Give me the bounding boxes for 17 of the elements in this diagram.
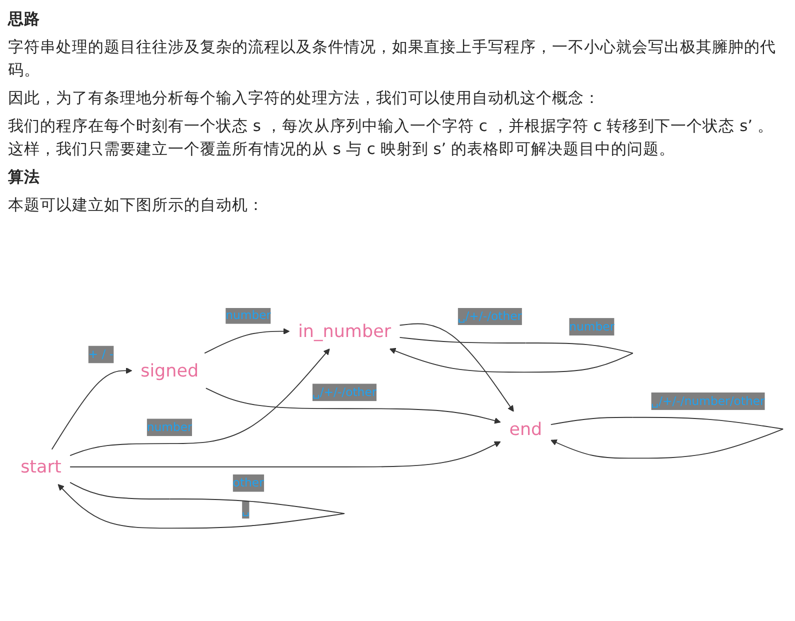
edge-label: number	[146, 419, 192, 436]
paragraph: 字符串处理的题目往往涉及复杂的流程以及条件情况，如果直接上手写程序，一不小心就会写出极其臃肿的代码。	[8, 37, 777, 81]
edge-label: ␣/+/-/other	[458, 308, 522, 325]
edge-label: ␣	[242, 502, 250, 518]
paragraph: 本题可以建立如下图所示的自动机：	[8, 195, 265, 216]
edge-label: ␣/+/-/other	[312, 384, 377, 401]
paragraph: 因此，为了有条理地分析每个输入字符的处理方法，我们可以使用自动机这个概念：	[8, 88, 601, 109]
state-label: end	[509, 418, 542, 440]
section-heading: 思路	[8, 9, 41, 30]
section-heading: 算法	[8, 167, 41, 188]
state-label: signed	[140, 360, 199, 381]
state-label: in_number	[298, 321, 392, 342]
edge-label: other	[232, 474, 264, 492]
state-label: start	[20, 456, 62, 478]
paragraph: 我们的程序在每个时刻有一个状态 s ，每次从序列中输入一个字符 c ，并根据字符 c 转移到下一个状态 s’ 。这样，我们只需要建立一个覆盖所有情况的从 s 与 c 映射到 s’ 的表格即可解决题目中的问题。	[8, 116, 775, 160]
edge-label: ␣/+/-/number/other	[651, 392, 765, 410]
edge-label: + / -	[88, 347, 114, 362]
